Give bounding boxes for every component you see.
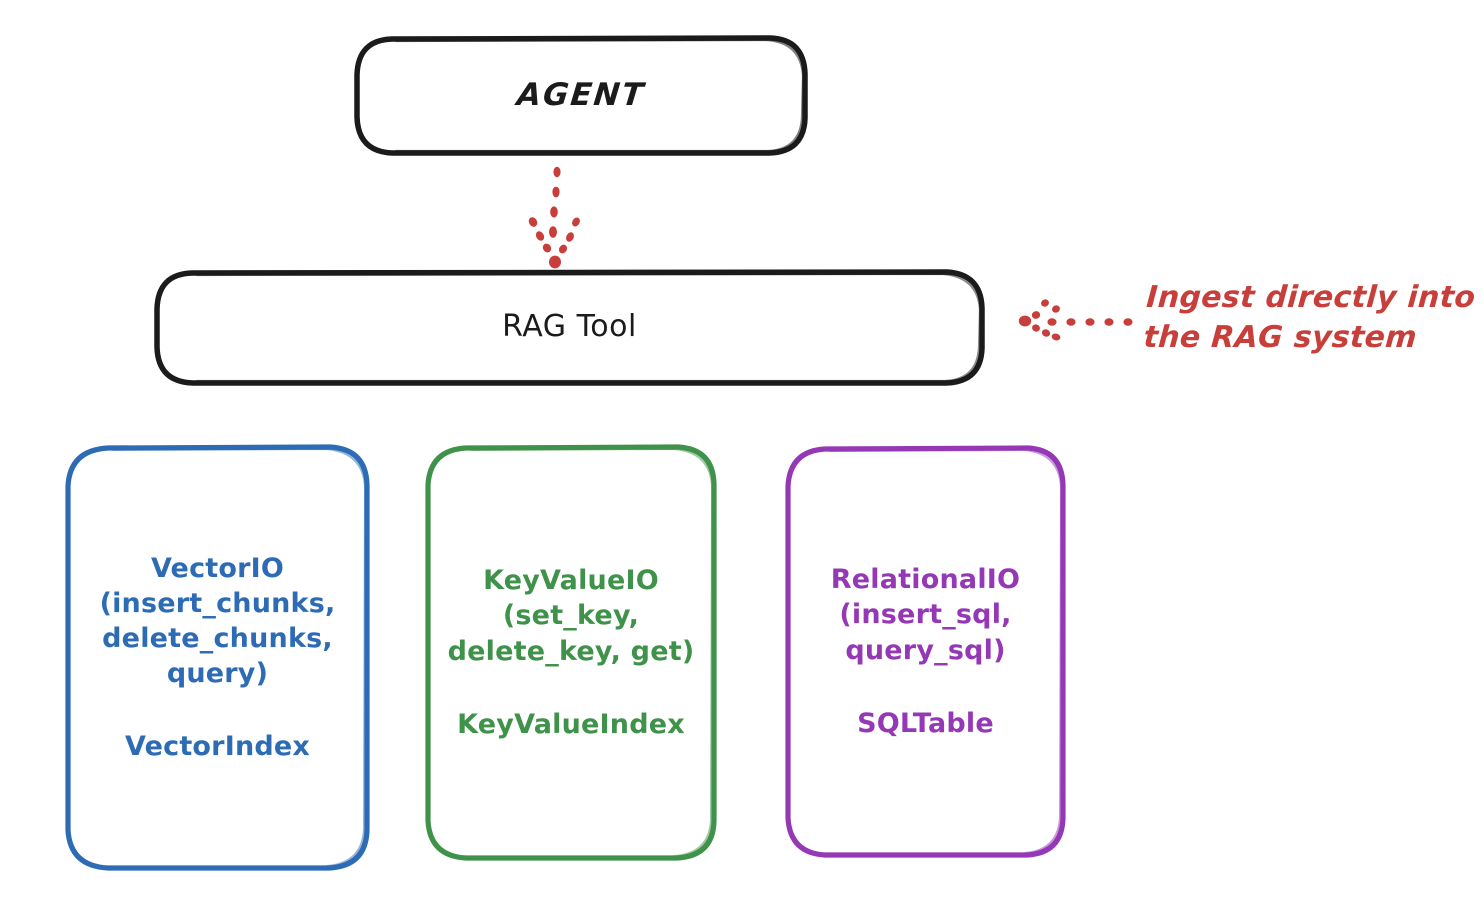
rag-tool-box-sketch-overlay (195, 272, 982, 383)
key-value-io-api-label: KeyValueIO (set_key, delete_key, get) (447, 565, 695, 667)
agent-node[interactable] (354, 35, 808, 156)
key-value-io-card-text: KeyValueIO (set_key, delete_key, get) Ke… (428, 447, 714, 858)
vector-io-api-label: VectorIO (insert_chunks, delete_chunks, … (99, 552, 336, 690)
relational-io-box-outline (785, 445, 1066, 858)
relational-io-api-label: RelationalIO (insert_sql, query_sql) (830, 564, 1021, 666)
ingest-annotation-text: Ingest directly into the RAG system (1142, 280, 1477, 355)
key-value-io-box-outline (425, 444, 717, 861)
vector-io-card-text: VectorIO (insert_chunks, delete_chunks, … (68, 447, 367, 868)
agent-box-outline (354, 35, 808, 156)
relational-io-card-text: RelationalIO (insert_sql, query_sql) SQL… (788, 448, 1063, 855)
vector-io-index-label: VectorIndex (124, 731, 311, 763)
key-value-io-index-label: KeyValueIndex (457, 708, 685, 740)
relational-io-box-sketch-overlay (829, 448, 1063, 854)
vector-io-box-sketch-overlay (112, 447, 367, 867)
agent-to-rag-dotted-arrow-icon (528, 166, 580, 269)
vector-io-node[interactable] (65, 444, 370, 871)
vector-io-box-outline (65, 444, 370, 871)
agent-box-sketch-overlay (394, 38, 805, 153)
rag-tool-box-outline (154, 269, 985, 386)
key-value-io-box-sketch-overlay (470, 447, 714, 857)
rag-tool-node[interactable] (154, 269, 985, 386)
relational-io-node[interactable] (785, 445, 1066, 858)
key-value-io-node[interactable] (425, 444, 717, 861)
relational-io-index-label: SQLTable (857, 707, 994, 739)
ingest-dotted-arrow-icon (1018, 299, 1133, 341)
